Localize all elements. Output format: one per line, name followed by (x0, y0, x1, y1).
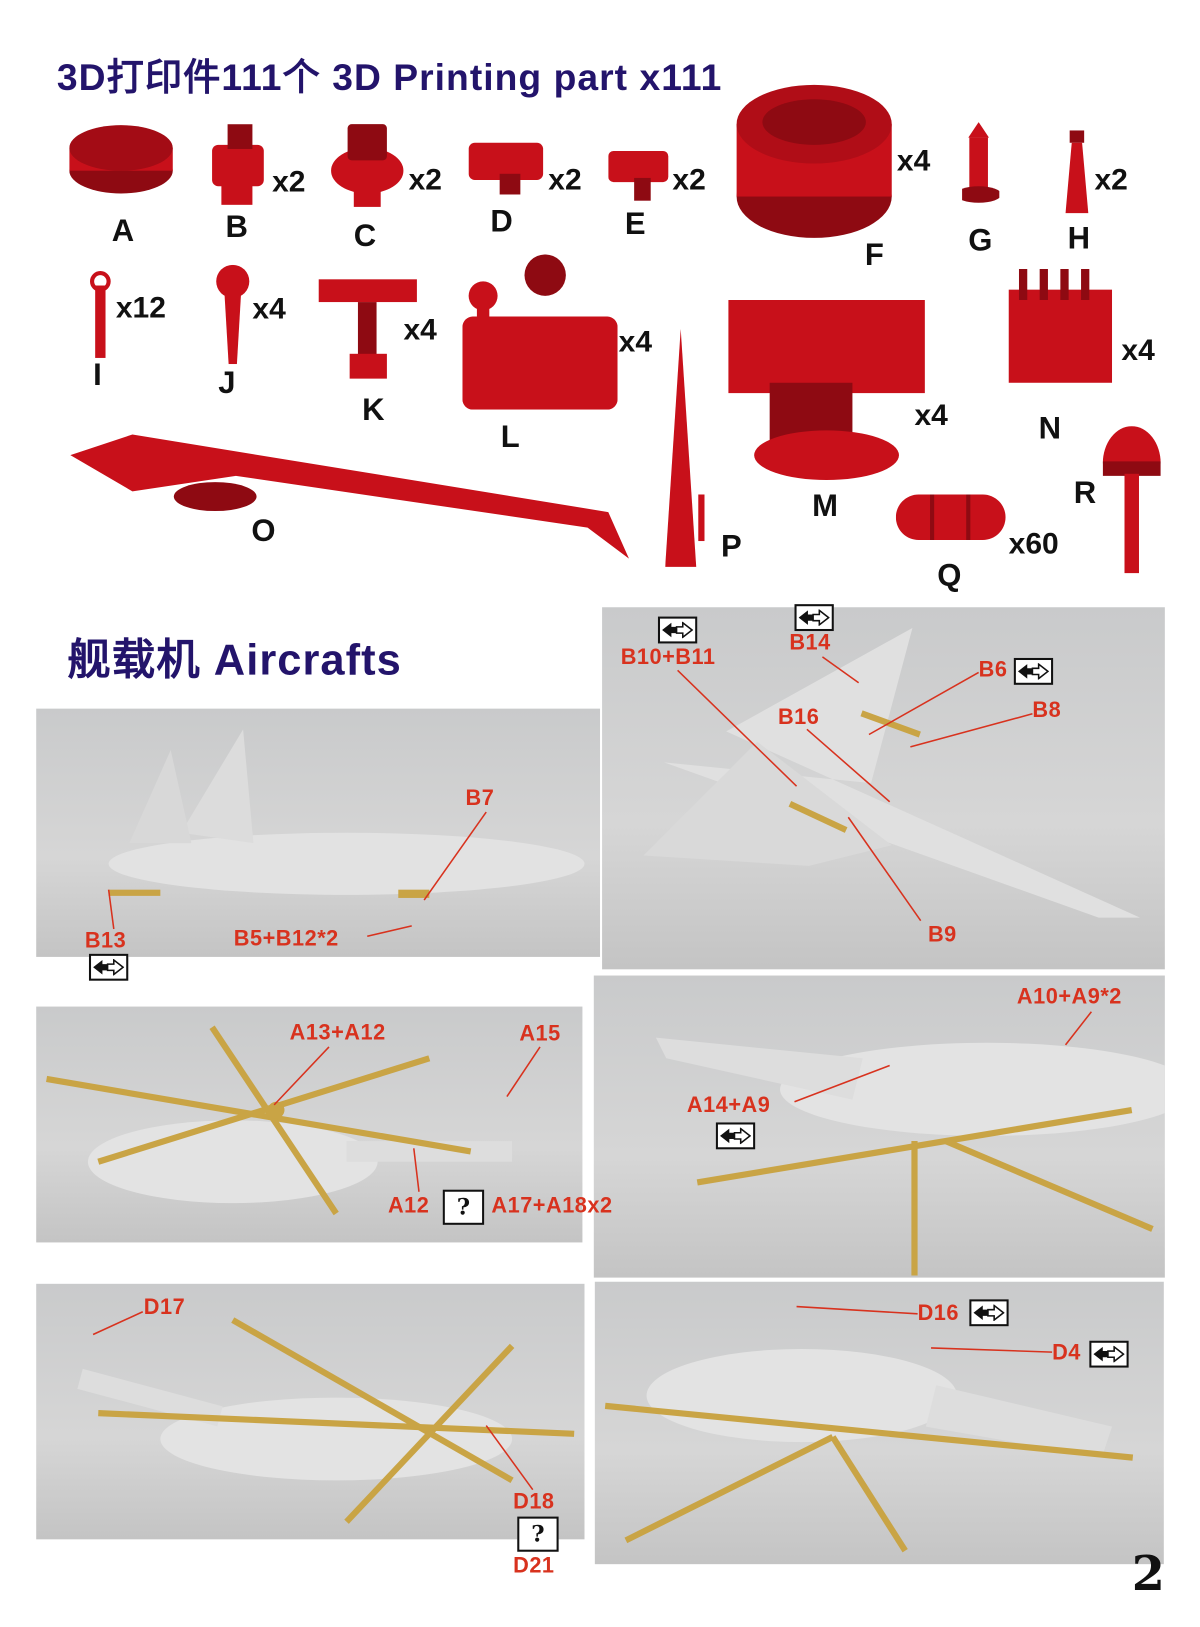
part-label: O (251, 514, 276, 549)
part-quantity: x2 (408, 163, 443, 197)
callout-label: A10+A9*2 (1016, 984, 1122, 1009)
callout-label: B7 (465, 786, 495, 811)
callout-label: B5+B12*2 (233, 926, 339, 951)
callout-label: B6 (978, 657, 1008, 682)
part-p-image (665, 328, 706, 572)
part-label: E (624, 206, 646, 242)
callout-label: B8 (1032, 698, 1062, 723)
callout-label: D4 (1052, 1340, 1081, 1365)
question-mark-icon: ? (442, 1189, 485, 1225)
flip-arrow-icon (794, 604, 834, 632)
flip-arrow-icon (1089, 1340, 1129, 1368)
callout-label: B9 (927, 922, 957, 947)
callout-label: D21 (513, 1553, 555, 1578)
callout-label: A13+A12 (289, 1021, 386, 1045)
part-label: J (218, 366, 236, 401)
flip-arrow-icon (1013, 657, 1054, 685)
part-quantity: x2 (548, 163, 582, 197)
part-k-image (318, 271, 418, 381)
callout-label: A15 (519, 1022, 561, 1046)
callout-label: A17+A18x2 (491, 1193, 613, 1218)
part-quantity: x4 (618, 325, 653, 359)
callout-label: B10+B11 (620, 645, 716, 670)
flip-arrow-icon (657, 616, 698, 644)
part-c-image (331, 119, 404, 212)
part-quantity: x4 (252, 292, 286, 326)
part-i-image (85, 271, 116, 360)
part-quantity: x2 (672, 163, 706, 197)
part-label: M (812, 489, 838, 524)
part-label: I (93, 357, 102, 393)
part-quantity: x4 (896, 144, 931, 178)
part-b-image (207, 124, 269, 207)
photo-helicopter-1-rear (593, 975, 1165, 1278)
part-label: F (864, 237, 884, 273)
part-l-image (462, 254, 618, 410)
part-d-image (468, 132, 546, 195)
part-quantity: x4 (914, 399, 948, 433)
part-quantity: x60 (1008, 527, 1059, 561)
part-j-image (214, 264, 251, 365)
callout-label: D18 (513, 1489, 555, 1514)
aircraft-model-image (108, 729, 585, 898)
part-q-image (895, 490, 1008, 546)
part-label: D (490, 204, 513, 239)
part-r-image (1102, 422, 1161, 575)
part-o-image (70, 414, 634, 569)
part-f-image (736, 83, 894, 249)
part-quantity: x4 (1121, 334, 1155, 368)
photo-fighter-side (36, 708, 601, 957)
callout-label: D17 (143, 1295, 186, 1319)
callout-label: A14+A9 (686, 1093, 771, 1118)
aircraft-model-image (46, 1025, 513, 1216)
part-quantity: x12 (115, 291, 166, 325)
part-label: Q (937, 558, 962, 593)
part-quantity: x4 (403, 313, 437, 347)
photo-helicopter-2-rear (594, 1281, 1164, 1565)
callout-label: B13 (84, 928, 127, 953)
section-title-3d-parts: 3D打印件111个 3D Printing part x111 (56, 55, 723, 99)
part-label: K (362, 393, 385, 428)
section-title-aircrafts: 舰载机 Aircrafts (67, 635, 402, 684)
part-label: L (500, 420, 520, 455)
part-g-image (962, 122, 1000, 207)
part-label: A (111, 214, 135, 249)
aircraft-model-image (604, 1348, 1134, 1553)
flip-arrow-icon (969, 1299, 1009, 1327)
flip-arrow-icon (715, 1122, 756, 1150)
part-quantity: x2 (1094, 163, 1128, 197)
aircraft-model-image (77, 1317, 575, 1524)
part-a-image (69, 119, 175, 197)
callout-label: D16 (917, 1301, 960, 1326)
question-mark-icon: ? (517, 1516, 559, 1552)
part-label: P (721, 529, 742, 564)
part-n-image (1008, 268, 1113, 385)
part-label: G (968, 223, 993, 258)
part-quantity: x2 (272, 165, 306, 199)
callout-label: B14 (789, 631, 831, 655)
part-m-image (728, 279, 930, 481)
callout-label: A12 (387, 1193, 430, 1218)
part-label: H (1067, 221, 1091, 256)
part-label: C (353, 219, 377, 254)
part-label: B (225, 210, 248, 245)
photo-helicopter-2-side (36, 1283, 585, 1540)
part-label: N (1038, 411, 1062, 446)
callout-label: B16 (777, 705, 820, 730)
part-label: R (1073, 475, 1097, 511)
flip-arrow-icon (88, 953, 129, 981)
page-number: 2 (1131, 1545, 1165, 1602)
photo-helicopter-1-side (36, 1006, 583, 1243)
aircraft-model-image (655, 1037, 1165, 1276)
part-e-image (608, 143, 670, 205)
part-h-image (1065, 130, 1091, 215)
